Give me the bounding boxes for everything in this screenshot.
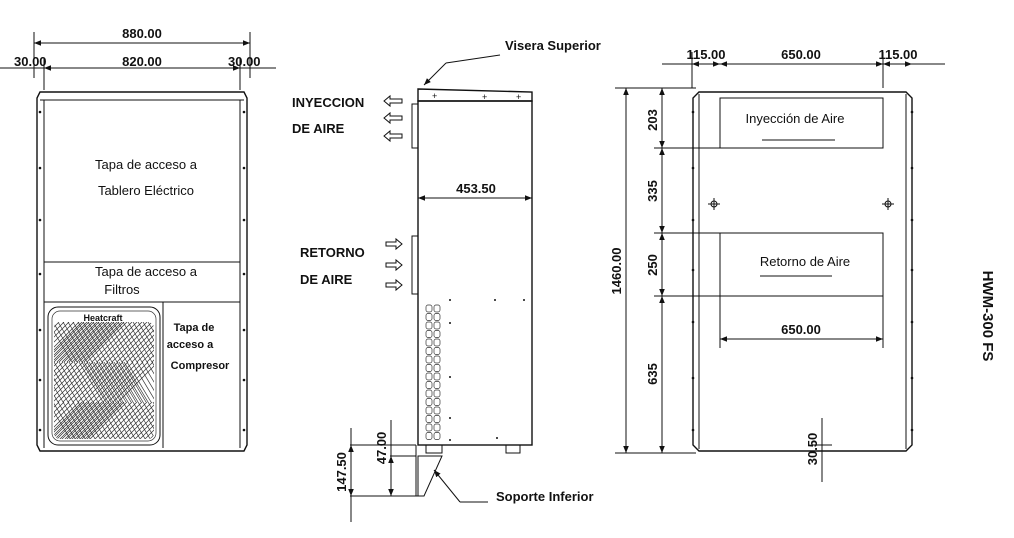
rear-dim-right: 115.00	[878, 47, 917, 62]
rear-view: 115.00 650.00 115.00 Inyección de Aire R…	[609, 47, 945, 482]
rear-seg3: 250	[645, 254, 660, 276]
front-view: 880.00 820.00 30.00 30.00 Tapa de acce	[0, 26, 276, 452]
front-screws	[38, 110, 246, 432]
rear-dim-mid: 650.00	[781, 47, 821, 62]
panel2-line1: Tapa de acceso a	[95, 264, 198, 279]
visor-label: Visera Superior	[505, 38, 601, 53]
injection-arrows	[383, 94, 403, 143]
rear-return-label: Retorno de Aire	[760, 254, 850, 269]
return-label-2: DE AIRE	[300, 272, 353, 287]
panel3-line1: Tapa de	[174, 322, 215, 334]
front-dim-side-right: 30.00	[228, 54, 261, 69]
panel2-line2: Filtros	[104, 282, 140, 297]
rear-injection-label: Inyección de Aire	[745, 111, 844, 126]
panel1-line2: Tablero Eléctrico	[98, 183, 194, 198]
front-cabinet-outline	[36, 91, 248, 452]
side-body	[417, 100, 533, 446]
rear-height-total: 1460.00	[609, 248, 624, 295]
side-view: Visera Superior + + + 453.50 INYECCION DE …	[292, 38, 601, 522]
return-label-1: RETORNO	[300, 245, 365, 260]
depth-dim: 453.50	[456, 181, 496, 196]
rear-seg2: 335	[645, 180, 660, 202]
panel3-line2: acceso a	[167, 339, 214, 351]
rear-injection-opening	[719, 97, 884, 149]
rear-bottom-offset: 30.50	[805, 433, 820, 466]
rear-seg1: 203	[645, 109, 660, 131]
base-part-dim: 47.00	[374, 432, 389, 465]
rear-return-opening	[719, 232, 884, 297]
front-dim-side-left: 30.00	[14, 54, 47, 69]
rear-seg4: 635	[645, 363, 660, 385]
panel3-line3: Compresor	[171, 360, 230, 372]
injection-label-2: DE AIRE	[292, 121, 345, 136]
side-louvers	[425, 304, 441, 440]
base-total-dim: 147.50	[334, 452, 349, 492]
bottom-support	[417, 455, 443, 497]
support-label: Soporte Inferior	[496, 489, 594, 504]
rear-cabinet-outline	[692, 91, 913, 452]
return-arrows	[385, 237, 403, 292]
rear-dim-left: 115.00	[686, 47, 725, 62]
brand-logo: Heatcraft	[83, 313, 122, 323]
front-dim-total-text: 880.00	[122, 26, 162, 41]
svg-text:+: +	[432, 91, 437, 101]
model-label: HWM-300 FS	[979, 271, 996, 362]
rear-lower-width: 650.00	[781, 322, 821, 337]
compressor-grille: Heatcraft	[47, 306, 161, 446]
panel1-line1: Tapa de acceso a	[95, 157, 198, 172]
front-dim-total: 880.00	[33, 26, 251, 78]
svg-text:+: +	[516, 92, 521, 102]
mounting-points	[708, 198, 894, 210]
svg-text:+: +	[482, 92, 487, 102]
injection-label-1: INYECCION	[292, 95, 364, 110]
front-dim-inner: 820.00 30.00 30.00	[0, 54, 276, 90]
front-dim-inner-text: 820.00	[122, 54, 162, 69]
